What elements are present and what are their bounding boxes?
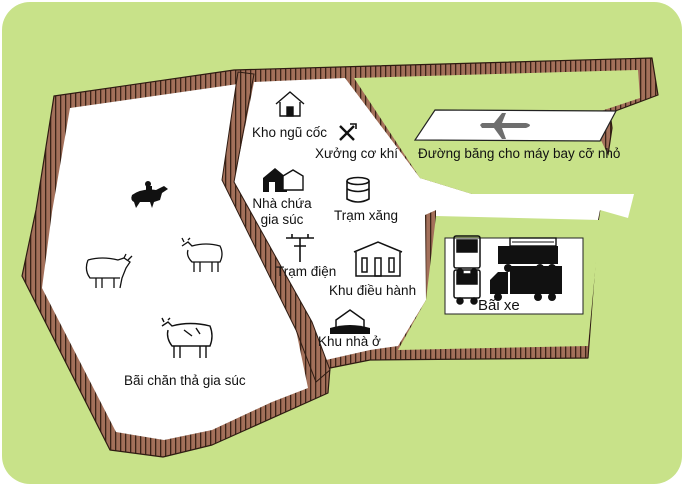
fire-truck-icon bbox=[498, 237, 558, 272]
label-pasture: Bãi chăn thả gia súc bbox=[124, 373, 246, 388]
fence-divider-left bbox=[221, 71, 331, 383]
label-parking: Bãi xe bbox=[478, 297, 520, 314]
label-workshop: Xưởng cơ khí bbox=[315, 146, 399, 161]
label-fuel-station: Trạm xăng bbox=[334, 208, 399, 223]
horse-rider-icon bbox=[131, 181, 168, 208]
cow-icon bbox=[85, 253, 133, 289]
label-livestock-house-line1: Nhà chứa bbox=[252, 196, 312, 211]
cow-icon bbox=[161, 317, 213, 358]
truck-icon bbox=[490, 266, 562, 301]
admin-building-icon bbox=[353, 241, 403, 277]
house-icon bbox=[275, 91, 305, 117]
fuel-tank-icon bbox=[346, 176, 370, 203]
label-runway: Đường băng cho máy bay cỡ nhỏ bbox=[418, 146, 621, 161]
pasture-field bbox=[42, 84, 308, 440]
label-housing-area: Khu nhà ở bbox=[318, 334, 381, 349]
label-livestock-house: Nhà chứa gia súc bbox=[252, 196, 312, 227]
airplane-icon bbox=[480, 113, 530, 139]
cow-icon bbox=[181, 237, 223, 272]
label-power-station: Trạm điện bbox=[276, 264, 337, 279]
label-admin-area: Khu điều hành bbox=[329, 283, 417, 298]
power-pole-icon bbox=[286, 234, 314, 262]
label-livestock-house-line2: gia súc bbox=[260, 211, 304, 227]
bus-icon bbox=[453, 269, 481, 305]
tools-icon bbox=[339, 123, 357, 141]
flooded-house-icon bbox=[330, 309, 370, 334]
label-grain-store: Kho ngũ cốc bbox=[252, 125, 328, 140]
barn-icon bbox=[263, 168, 304, 192]
buildings-area bbox=[234, 78, 472, 360]
